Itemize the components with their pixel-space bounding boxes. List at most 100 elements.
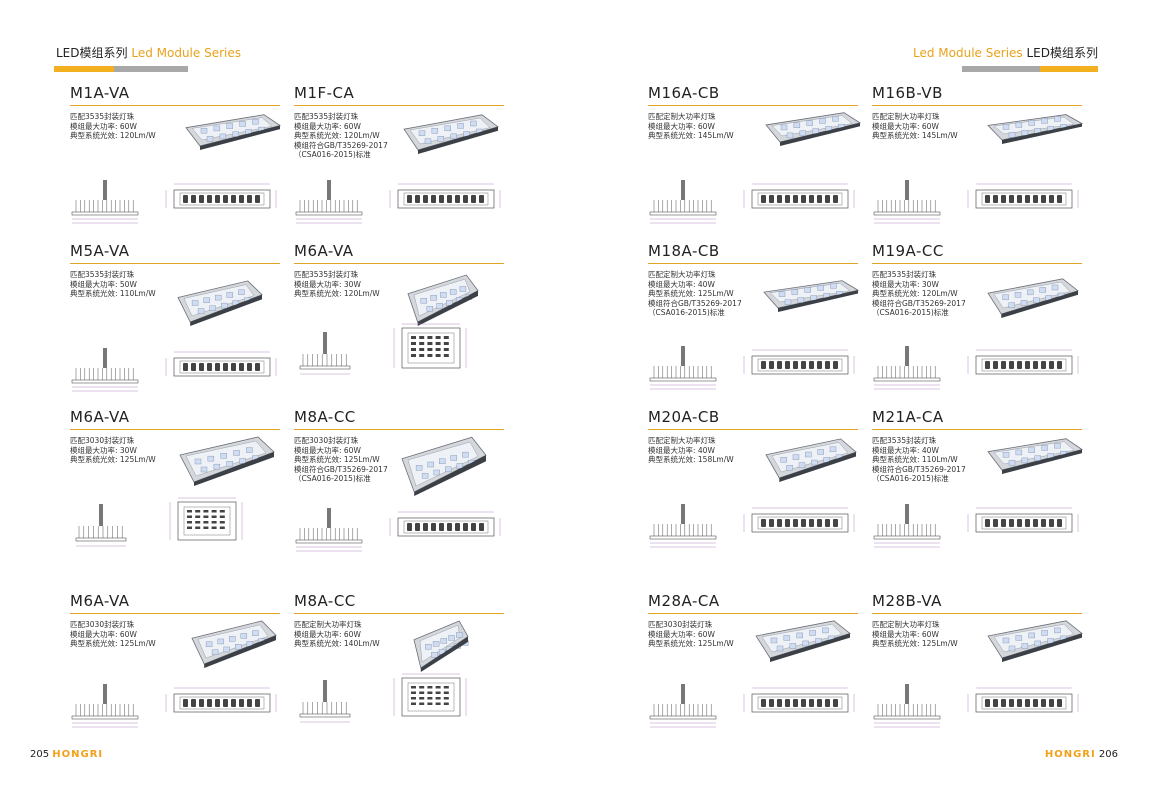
technical-drawing-shape [873, 180, 1079, 224]
module-photo-shape [755, 620, 851, 662]
product-title-rule [294, 429, 504, 430]
spec-line: 模组最大功率: 60W [70, 629, 137, 639]
spec-line: 模组符合GB/T35269-2017 [294, 140, 388, 150]
product-name: M21A-CA [872, 408, 944, 426]
technical-drawing [71, 180, 277, 224]
technical-drawing-shape [299, 673, 467, 723]
product-name: M18A-CB [648, 242, 720, 260]
product-title-rule [872, 613, 1082, 614]
page-number-right: 206 [1098, 749, 1118, 760]
brand-logo-left: HONGRI [52, 749, 104, 760]
header-right-en: Led Module Series [913, 46, 1023, 60]
technical-drawing [71, 348, 277, 392]
spec-line: 匹配3535封装灯珠 [294, 112, 359, 121]
header-left-en: Led Module Series [131, 46, 241, 60]
product-title-rule [70, 263, 280, 264]
product-name: M8A-CC [294, 408, 356, 426]
technical-drawing [299, 323, 467, 375]
product-name: M6A-VA [294, 242, 354, 260]
module-photo-shape [401, 436, 487, 496]
technical-drawing [649, 346, 855, 390]
spec-line: 匹配3030封装灯珠 [648, 620, 713, 629]
technical-drawing [649, 180, 855, 224]
spec-line: 模组最大功率: 40W [648, 279, 715, 289]
page-header-right: Led Module Series LED模组系列 [913, 44, 1098, 61]
spec-line: 模组最大功率: 60W [872, 121, 939, 131]
product-title-rule [294, 613, 504, 614]
spec-line: 匹配定制大功率灯珠 [648, 436, 716, 445]
product-photo [987, 620, 1083, 662]
spec-line: 典型系统光效: 125Lm/W [648, 639, 734, 648]
product-photo [401, 436, 487, 496]
spec-line: 匹配3535封装灯珠 [70, 112, 135, 121]
header-left-gray-bar [114, 66, 188, 72]
spec-line: 匹配定制大功率灯珠 [648, 112, 716, 121]
spec-line: 典型系统光效: 120Lm/W [294, 131, 380, 140]
spec-line: 模组最大功率: 30W [70, 445, 137, 455]
product-name: M8A-CC [294, 592, 356, 610]
technical-drawing-shape [873, 504, 1079, 548]
spec-line: 典型系统光效: 110Lm/W [70, 289, 156, 298]
product-photo [179, 436, 275, 486]
product-name: M5A-VA [70, 242, 130, 260]
module-photo-shape [407, 274, 479, 326]
product-photo [987, 114, 1084, 144]
spec-line: 典型系统光效: 125Lm/W [872, 639, 958, 648]
product-name: M28B-VA [872, 592, 942, 610]
technical-drawing [873, 346, 1079, 390]
spec-line: 模组最大功率: 30W [294, 279, 361, 289]
technical-drawing [295, 180, 501, 224]
spec-line: 匹配定制大功率灯珠 [648, 270, 716, 279]
product-name: M20A-CB [648, 408, 720, 426]
technical-drawing [649, 684, 855, 728]
module-photo-shape [179, 436, 275, 486]
spec-line: 典型系统光效: 125Lm/W [70, 455, 156, 464]
product-photo [185, 114, 281, 150]
module-photo-shape [403, 114, 499, 154]
page-number-left: 205 [30, 749, 50, 760]
module-photo-shape [765, 112, 862, 146]
technical-drawing-shape [71, 348, 277, 392]
product-name: M16A-CB [648, 84, 720, 102]
product-name: M6A-VA [70, 408, 130, 426]
spec-line: 模组最大功率: 60W [648, 629, 715, 639]
header-right-accent-bar [1040, 66, 1098, 72]
technical-drawing-shape [75, 497, 243, 547]
product-title-rule [648, 613, 858, 614]
footer-left: 205 HONGRI [30, 749, 103, 760]
product-photo [191, 620, 277, 668]
spec-line: 模组最大功率: 30W [872, 279, 939, 289]
module-photo-shape [765, 438, 857, 482]
spec-line: 模组最大功率: 60W [648, 121, 715, 131]
page-header-left: LED模组系列 Led Module Series [56, 44, 241, 61]
technical-drawing-shape [295, 180, 501, 224]
spec-line: 模组最大功率: 60W [872, 629, 939, 639]
product-name: M6A-VA [70, 592, 130, 610]
technical-drawing-shape [649, 504, 855, 548]
product-title-rule [648, 429, 858, 430]
spec-line: 典型系统光效: 110Lm/W [872, 455, 958, 464]
spec-line: 典型系统光效: 145Lm/W [648, 131, 734, 140]
spec-line: 模组最大功率: 40W [872, 445, 939, 455]
product-title-rule [70, 105, 280, 106]
spec-line: 典型系统光效: 145Lm/W [872, 131, 958, 140]
spec-line: 典型系统光效: 120Lm/W [294, 289, 380, 298]
spec-line: （CSA016-2015)标准 [872, 474, 949, 483]
header-right-zh: LED模组系列 [1026, 46, 1098, 60]
technical-drawing-shape [295, 508, 501, 552]
technical-drawing [873, 684, 1079, 728]
technical-drawing [649, 504, 855, 548]
